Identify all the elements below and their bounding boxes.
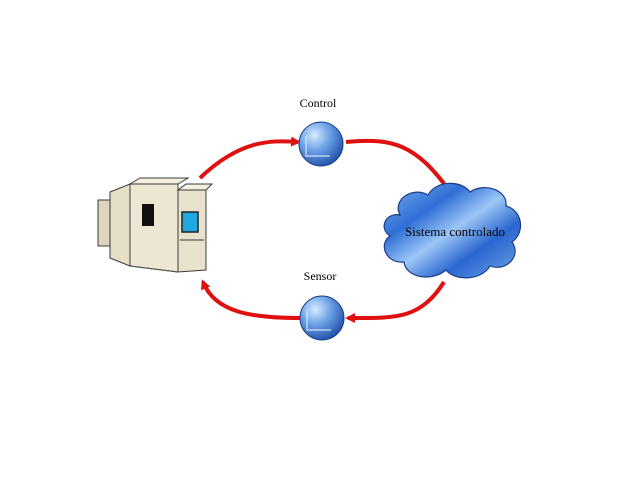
sensor-sphere-icon bbox=[299, 295, 345, 341]
system-label: Sistema controlado bbox=[405, 224, 505, 239]
connector-arrows bbox=[198, 136, 452, 324]
sensor-node: Sensor bbox=[299, 269, 345, 341]
control-label: Control bbox=[300, 96, 337, 110]
arrow-control-to-system bbox=[345, 138, 452, 195]
sensor-label: Sensor bbox=[304, 269, 337, 283]
mainframe-computer-icon bbox=[97, 177, 214, 273]
arrow-sensor-to-computer bbox=[200, 279, 301, 320]
arrow-computer-to-control bbox=[198, 136, 301, 180]
arrow-system-to-sensor bbox=[345, 280, 446, 324]
cloud-icon bbox=[383, 182, 522, 279]
system-node: Sistema controlado bbox=[383, 182, 522, 279]
control-sphere-icon bbox=[298, 121, 344, 167]
control-node: Control bbox=[298, 96, 344, 167]
